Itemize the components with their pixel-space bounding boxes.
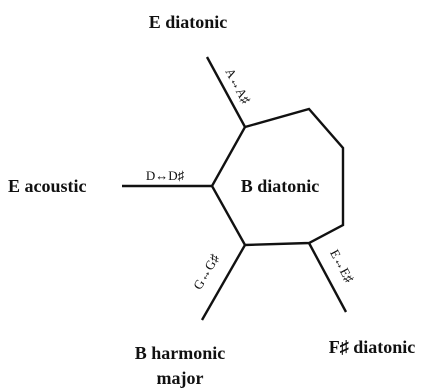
node-label-e-acoustic: E acoustic xyxy=(8,176,87,196)
edge-label-b-harmonic-major: G↔G♯ xyxy=(190,251,222,292)
edge-line-b-harmonic-major xyxy=(200,244,247,321)
center-hexagon xyxy=(210,107,345,247)
edge-label-e-diatonic: A↔A♯ xyxy=(222,65,253,106)
edge-line-fsharp-diatonic xyxy=(307,242,348,313)
node-label-b-harmonic-major-line2: major xyxy=(157,368,204,388)
edge-label-fsharp-diatonic: E↔E♯ xyxy=(327,247,357,285)
node-label-b-harmonic-major-line1: B harmonic xyxy=(135,343,226,363)
edge-label-e-acoustic: D↔D♯ xyxy=(146,168,184,183)
node-label-e-diatonic: E diatonic xyxy=(149,12,228,32)
node-label-fsharp-diatonic: F♯ diatonic xyxy=(329,337,416,357)
center-label: B diatonic xyxy=(241,176,320,196)
edge-line-e-diatonic xyxy=(205,56,247,128)
